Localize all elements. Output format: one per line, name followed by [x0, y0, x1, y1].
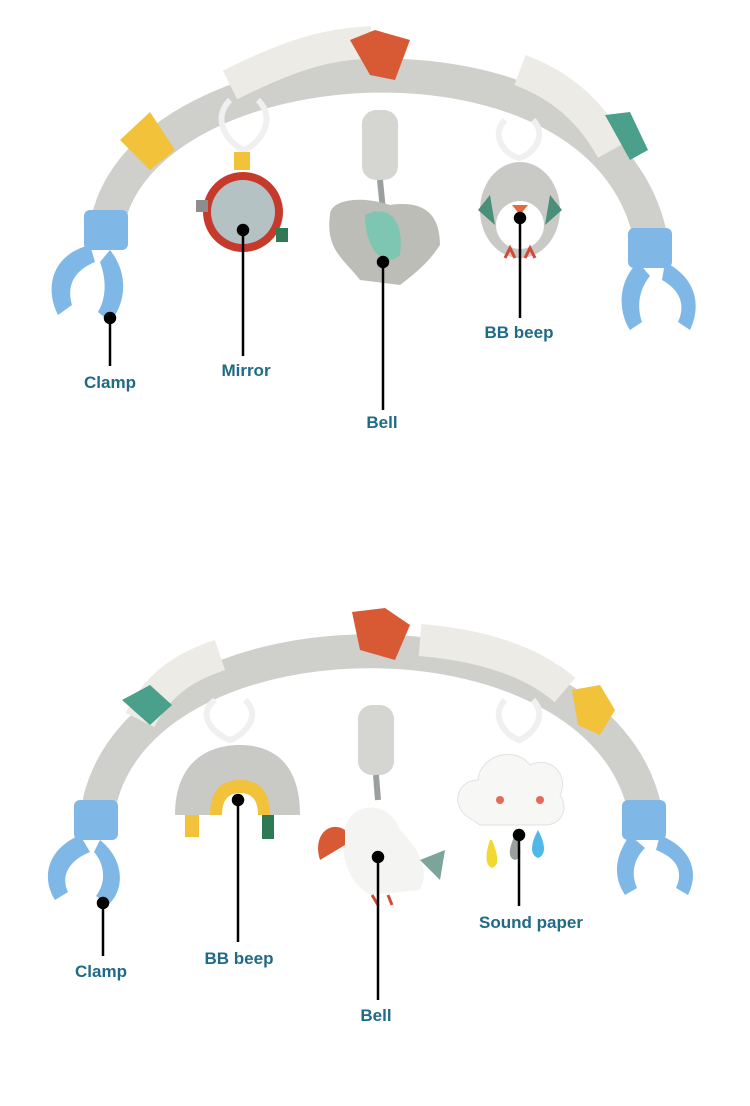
callout-dot	[231, 793, 245, 807]
callout-dot	[371, 850, 385, 864]
leader-lines	[96, 211, 527, 1000]
orange-leaf-icon	[350, 30, 410, 80]
stroller-arch-top	[51, 26, 696, 330]
clamp-right	[616, 800, 693, 895]
stroller-arch-bottom	[47, 608, 693, 906]
yellow-leaf-icon	[120, 112, 175, 170]
callout-dot	[376, 255, 390, 269]
label-clamp: Clamp	[75, 962, 127, 981]
label-bb-beep: BB beep	[484, 323, 554, 342]
label-bb-beep: BB beep	[204, 949, 274, 968]
label-clamp: Clamp	[84, 373, 136, 392]
orange-leaf-icon	[352, 608, 410, 660]
clamp-left	[47, 800, 120, 905]
cloud-toy	[457, 697, 565, 868]
mirror-toy	[196, 97, 288, 252]
bird-bell-toy	[318, 705, 445, 906]
label-mirror: Mirror	[221, 361, 271, 380]
clamp-left	[51, 210, 128, 322]
green-leaf-icon	[605, 112, 648, 160]
rainbow-toy	[175, 697, 300, 839]
callout-dot	[513, 211, 527, 225]
callout-dot	[103, 311, 117, 325]
label-sound-paper: Sound paper	[479, 913, 583, 932]
callout-dot	[236, 223, 250, 237]
elephant-bell-toy	[329, 110, 440, 285]
green-leaf-icon	[122, 685, 172, 725]
label-bell: Bell	[360, 1006, 392, 1025]
yellow-leaf-icon	[572, 685, 615, 735]
label-bell: Bell	[366, 413, 398, 432]
callout-dot	[96, 896, 110, 910]
callout-dot	[512, 828, 526, 842]
clamp-right	[621, 228, 696, 330]
